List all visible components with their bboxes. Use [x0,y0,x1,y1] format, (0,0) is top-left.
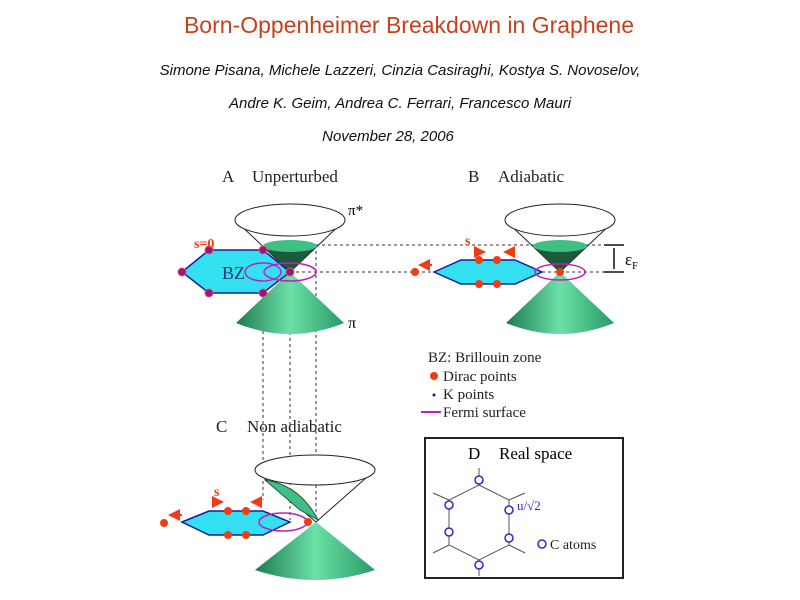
panel-c-letter: C [216,417,227,436]
panel-d-label: Real space [499,444,572,463]
panel-d-real-space: D Real space u/√2 C atoms [424,437,624,579]
cone-b [504,203,616,334]
cone-a [234,203,346,334]
pi-star-label: π* [348,203,363,219]
panel-b-letter: B [468,167,479,186]
s-label-b: s [465,234,471,249]
c-atom-icon [537,539,547,549]
displacement-label: u/√2 [517,498,541,513]
slide-title: Born-Oppenheimer Breakdown in Graphene [183,12,635,38]
authors-line-2: Andre K. Geim, Andrea C. Ferrari, France… [228,95,572,112]
panel-b-label: Adiabatic [498,167,565,186]
fermi-energy-label: εF [625,250,638,272]
panel-a-letter: A [222,167,235,186]
k-point-icon [432,393,436,397]
dirac-point-icon [430,372,438,380]
bz-label: BZ [222,263,245,283]
panel-d-letter: D [468,444,480,463]
bz-hexagon-a [177,245,317,298]
s-zero-label: s=0 [194,237,214,252]
pi-label: π [348,315,356,332]
panel-a-label: Unperturbed [252,167,338,186]
authors-line-1: Simone Pisana, Michele Lazzeri, Cinzia C… [159,62,641,79]
legend-dirac: Dirac points [443,369,517,385]
legend-fermi: Fermi surface [443,405,526,421]
date: November 28, 2006 [322,128,454,145]
c-atoms-label: C atoms [550,538,596,553]
legend-bz: BZ: Brillouin zone [428,350,542,366]
s-label-c: s [214,485,220,500]
bz-hexagon-b [411,246,586,288]
cone-c [160,454,376,580]
fermi-energy-bracket [604,244,624,273]
legend-k: K points [443,387,494,403]
legend: BZ: Brillouin zone Dirac points K points… [421,350,542,421]
panel-c-label: Non adiabatic [247,417,342,436]
